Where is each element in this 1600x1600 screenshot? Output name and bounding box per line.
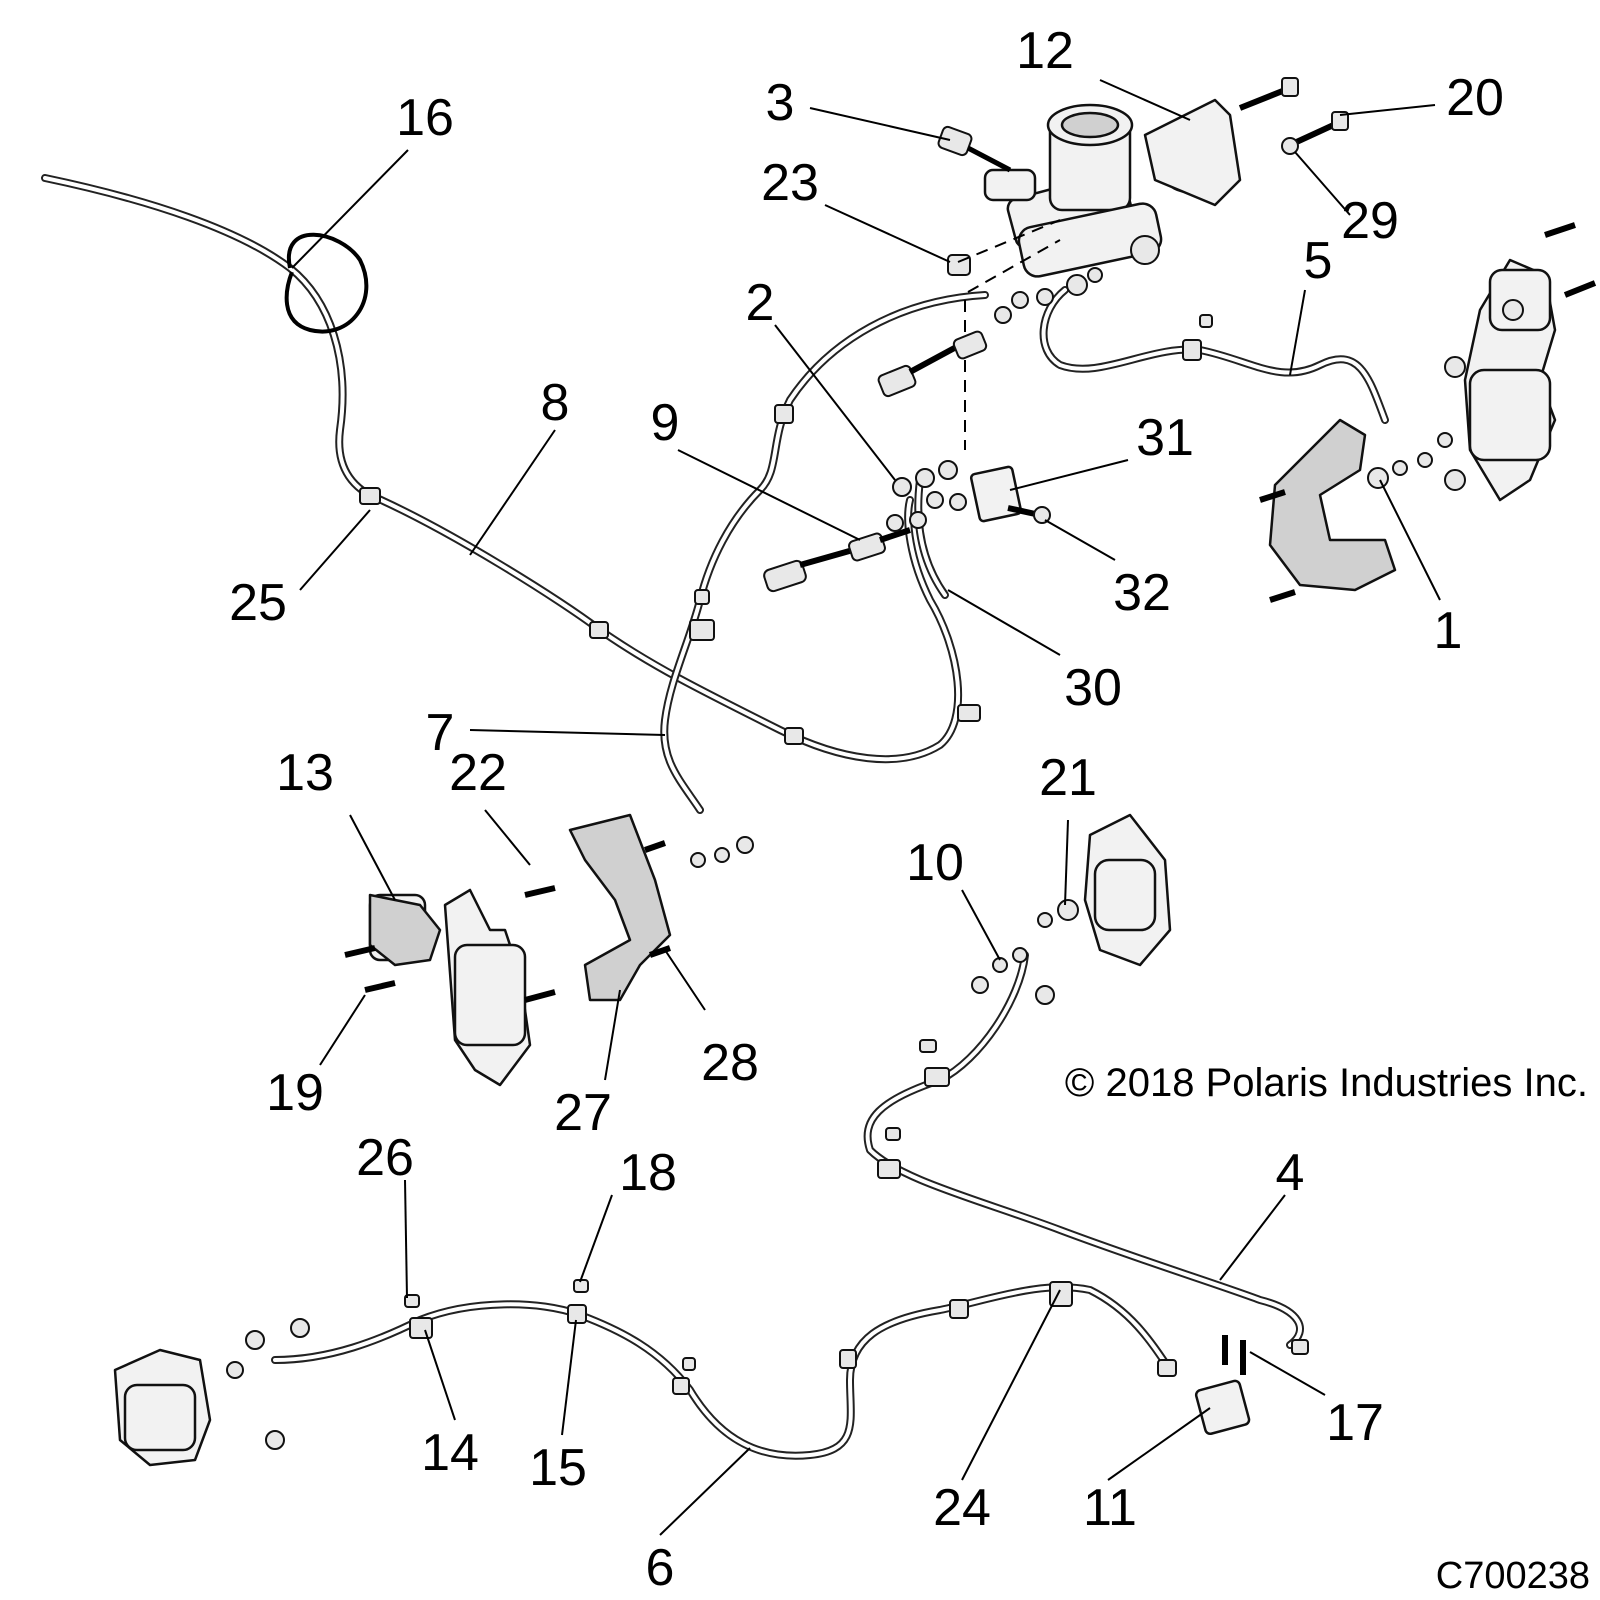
- brake-lines: [41, 174, 1389, 1460]
- caliper-right-rear: [971, 813, 1172, 1005]
- junction-hardware: [886, 460, 967, 532]
- callout-27: 27: [554, 1084, 612, 1142]
- caliper-right-front: [1444, 258, 1557, 502]
- cable-loop: [284, 232, 369, 334]
- callout-6: 6: [646, 1539, 675, 1597]
- brake-line-7: [660, 291, 989, 814]
- callout-18: 18: [619, 1144, 677, 1202]
- callout-7: 7: [426, 704, 455, 762]
- callout-21: 21: [1039, 749, 1097, 807]
- callout-30: 30: [1064, 659, 1122, 717]
- callout-labels: 16 8 25 9 2 3 23 12 20 29 5 31 32 1 30 7…: [229, 22, 1504, 1597]
- callout-2: 2: [746, 274, 775, 332]
- brake-line-9: [763, 330, 988, 593]
- callout-3: 3: [766, 74, 795, 132]
- pad-shield-27: [568, 813, 672, 1002]
- callout-22: 22: [449, 744, 507, 802]
- callout-11: 11: [1083, 1479, 1137, 1537]
- callout-13: 13: [276, 744, 334, 802]
- parts: [113, 77, 1597, 1467]
- heat-shield-12: [1143, 98, 1242, 207]
- callout-26: 26: [356, 1129, 414, 1187]
- callout-16: 16: [396, 89, 454, 147]
- junction-block-11: [1194, 1379, 1251, 1436]
- copyright-notice: © 2018 Polaris Industries Inc.: [1065, 1061, 1588, 1105]
- callout-12: 12: [1016, 22, 1074, 80]
- callout-20: 20: [1446, 69, 1504, 127]
- caliper-bolts-1: [1259, 222, 1597, 603]
- callout-1: 1: [1434, 602, 1463, 660]
- callout-10: 10: [906, 834, 964, 892]
- callout-8: 8: [541, 374, 570, 432]
- callout-19: 19: [266, 1064, 324, 1122]
- bolt-20: [1238, 77, 1349, 148]
- caliper-bolts-left: [344, 836, 754, 1003]
- callout-31: 31: [1136, 409, 1194, 467]
- caliper-left-rear: [113, 1318, 310, 1467]
- junction-block-31: [969, 465, 1023, 523]
- callout-17: 17: [1326, 1394, 1384, 1452]
- drawing-id: C700238: [1436, 1555, 1590, 1597]
- pushrod-clevis: [937, 125, 1012, 173]
- outlet-fittings: [994, 267, 1103, 324]
- caliper-bracket-1: [1268, 418, 1397, 592]
- callout-23: 23: [761, 154, 819, 212]
- clips: [359, 314, 1309, 1395]
- leader-lines: [291, 79, 1441, 1536]
- callout-25: 25: [229, 574, 287, 632]
- callout-15: 15: [529, 1439, 587, 1497]
- bolt-32: [1007, 505, 1051, 524]
- callout-5: 5: [1304, 232, 1333, 290]
- callout-29: 29: [1341, 192, 1399, 250]
- callout-14: 14: [421, 1424, 479, 1482]
- callout-32: 32: [1113, 564, 1171, 622]
- washer-29: [1281, 137, 1299, 155]
- callout-9: 9: [651, 394, 680, 452]
- callout-4: 4: [1276, 1144, 1305, 1202]
- callout-24: 24: [933, 1479, 991, 1537]
- bolts-17: [1222, 1335, 1246, 1375]
- callout-28: 28: [701, 1034, 759, 1092]
- caliper-bracket-13: [368, 893, 442, 967]
- dash-leader: [957, 219, 1061, 263]
